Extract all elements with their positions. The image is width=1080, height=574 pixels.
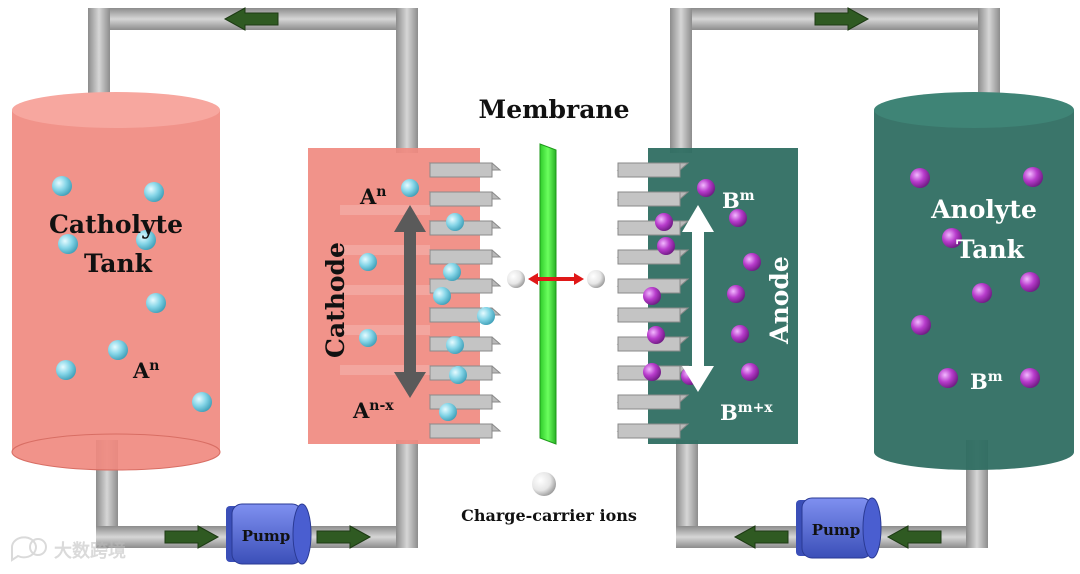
membrane-label: Membrane [479,95,630,124]
purple-ion [1020,368,1040,388]
purple-ion [741,363,759,381]
watermark-text: 大数跨境 [54,540,126,562]
pump-right: Pump [796,497,882,559]
cyan-ion [443,263,461,281]
charge-carrier-ion [587,270,605,288]
flow-arrow-icon [164,525,220,549]
cyan-ion [56,360,76,380]
watermark: 大数跨境 [10,536,126,562]
flow-arrow-icon [223,7,279,31]
charge-carrier-legend-ion [532,472,556,496]
membrane: Membrane [479,95,630,445]
anode-label: Anode [765,256,794,345]
purple-ion [643,363,661,381]
charge-carrier-legend: Charge-carrier ions [461,472,637,525]
purple-ion [731,325,749,343]
catholyte-tank-label-line1: Catholyte [49,210,183,239]
anode-electrode-fins [616,162,690,439]
pipe-left-cell-drop [396,440,418,548]
pipe-left-tank-riser [88,8,110,108]
pipe-right-cell-drop [676,440,698,548]
cyan-ion [446,336,464,354]
cyan-ion [477,307,495,325]
cyan-ion [401,179,419,197]
cyan-ion [52,176,72,196]
anode-half-cell: Anode Bm Bm+x [616,148,798,444]
pipe-left-cell-riser [396,8,418,153]
purple-ion [647,326,665,344]
anolyte-tank-label-line2: Tank [956,235,1025,264]
pump-left-label: Pump [242,527,291,545]
cyan-ion [144,182,164,202]
anolyte-tank: Anolyte Tank Bm [874,92,1074,470]
cathode-bottom-species-label: An-x [352,398,394,423]
catholyte-tank: Catholyte Tank An [11,92,221,471]
cyan-ion [108,340,128,360]
cyan-ion [439,403,457,421]
purple-ion [1023,167,1043,187]
pump-left: Pump [226,503,312,565]
purple-ion [1020,272,1040,292]
cyan-ion [446,213,464,231]
anolyte-tank-label-line1: Anolyte [930,195,1037,224]
purple-ion [942,228,962,248]
cyan-ion [433,287,451,305]
flow-arrow-icon [886,525,942,549]
pump-right-label: Pump [812,521,861,539]
flow-arrow-icon [733,525,789,549]
purple-ion [743,253,761,271]
red-double-arrow-icon [528,273,584,285]
chat-bubble-logo-icon [10,536,47,562]
cyan-ion [359,253,377,271]
pipe-right-cell-riser [670,8,692,153]
charge-carrier-label: Charge-carrier ions [461,506,637,525]
purple-ion [910,168,930,188]
ion-transport [507,270,605,288]
charge-carrier-ion [507,270,525,288]
cathode-double-arrow-icon [394,205,426,398]
flow-arrows [164,7,942,549]
anode-double-arrow-icon [682,205,714,392]
catholyte-species-label: An [132,358,159,383]
pipe-right-tank-riser [978,8,1000,108]
purple-ion [657,237,675,255]
purple-ion [972,283,992,303]
cyan-ion [449,366,467,384]
cyan-ion [146,293,166,313]
purple-ion [729,209,747,227]
flow-arrow-icon [316,525,372,549]
cathode-half-cell: Cathode An An-x [308,148,502,444]
cathode-top-species-label: An [359,184,386,209]
anode-top-species-label: Bm [722,188,755,213]
purple-ion [727,285,745,303]
cyan-ion [136,230,156,250]
anolyte-species-label: Bm [970,369,1003,394]
catholyte-tank-label-line2: Tank [84,249,153,278]
anode-bottom-species-label: Bm+x [720,400,773,425]
flow-arrow-icon [814,7,870,31]
purple-ion [911,315,931,335]
purple-ion [643,287,661,305]
cathode-label: Cathode [321,242,350,358]
cyan-ion [58,234,78,254]
purple-ion [655,213,673,231]
purple-ion [938,368,958,388]
cyan-ion [359,329,377,347]
cyan-ion [192,392,212,412]
purple-ion [697,179,715,197]
